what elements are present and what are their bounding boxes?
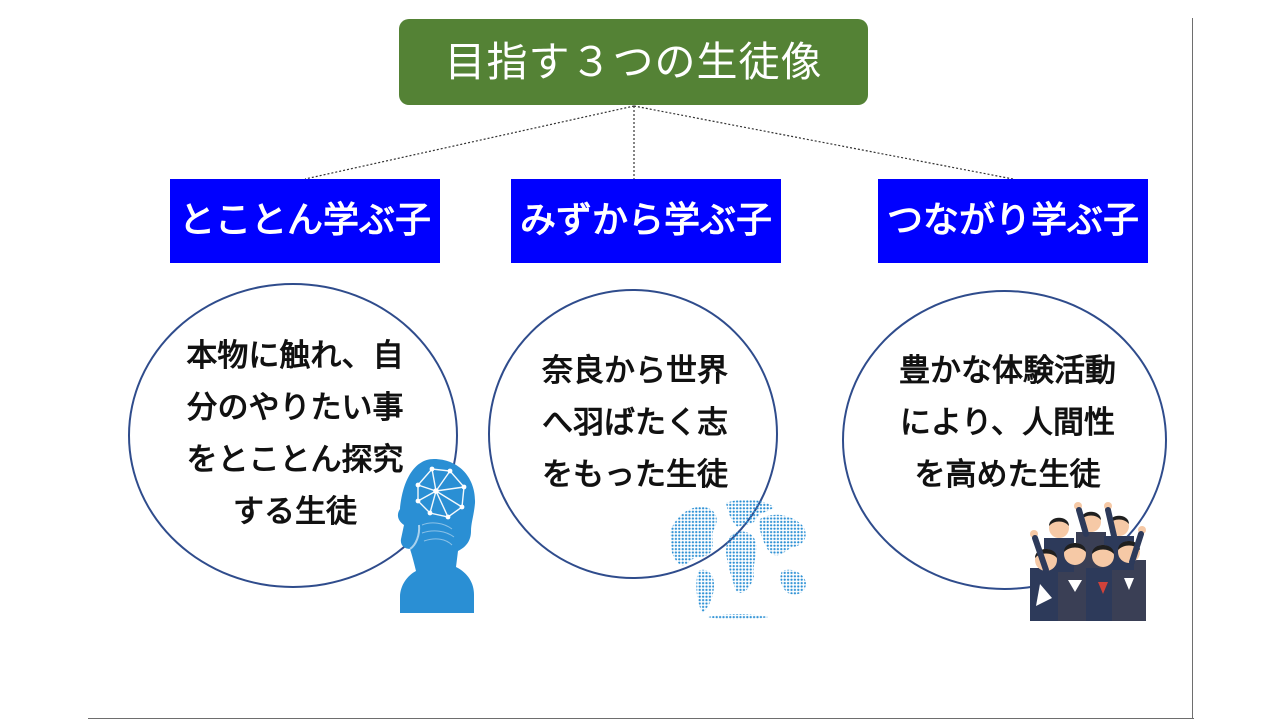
head-ai-icon [397,459,476,613]
connector-right [633,105,1014,180]
bubble-line: 本物に触れ、自 [186,338,404,374]
bubble-text-thorough: 本物に触れ、自 分のやりたい事 をとことん探究 する生徒 [160,330,430,538]
bubble-line: 分のやりたい事 [186,390,404,426]
category-label-connected: つながり学ぶ子 [878,179,1148,263]
bubble-text-self-driven: 奈良から世界 へ羽ばたく志 をもった生徒 [505,345,765,501]
bubble-line: を高めた生徒 [914,457,1101,493]
students-cheering-icon [1030,502,1146,621]
frame-bottom-border [88,718,1194,719]
bubble-line: 豊かな体験活動 [899,353,1116,389]
bubble-line: をとことん探究 [186,442,404,478]
bubble-line: 奈良から世界 [542,353,728,389]
bubble-line: をもった生徒 [542,457,728,493]
bubble-line: へ羽ばたく志 [542,405,728,441]
page-title: 目指す３つの生徒像 [399,19,868,105]
category-label-thorough: とことん学ぶ子 [170,179,440,263]
category-label-self-driven: みずから学ぶ子 [511,179,781,263]
bubble-line: する生徒 [233,494,357,530]
frame-right-border [1192,18,1193,718]
bubble-self-driven [488,289,778,579]
globe-icon [670,499,806,620]
bubble-text-connected: 豊かな体験活動 により、人間性 を高めた生徒 [870,345,1145,501]
connector-left [304,105,635,180]
bubble-line: により、人間性 [899,405,1116,441]
